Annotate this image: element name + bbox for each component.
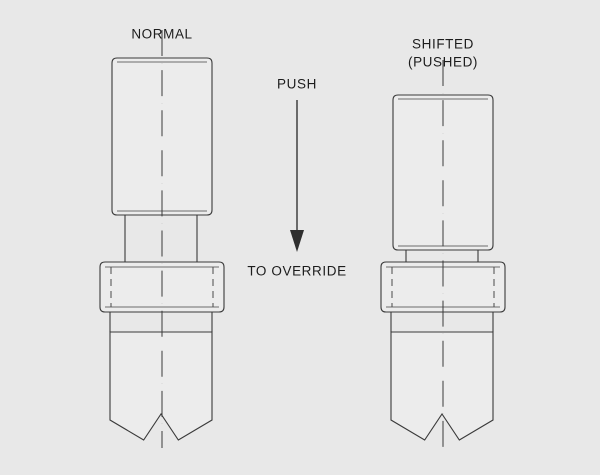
- collar-step: [109, 312, 213, 332]
- normal-label: NORMAL: [131, 27, 192, 42]
- hex-nut-body: [380, 261, 506, 313]
- neck-shaft: [124, 215, 198, 262]
- shifted-label-line2: (PUSHED): [408, 55, 478, 70]
- push-to-override-annotation: PUSH TO OVERRIDE: [247, 77, 346, 279]
- push-label: PUSH: [277, 77, 317, 92]
- shifted-label-line1: SHIFTED: [412, 37, 474, 52]
- plunger-cylinder: [392, 94, 494, 251]
- neck-shaft: [405, 250, 479, 262]
- normal-valve-assembly: NORMAL: [99, 27, 225, 448]
- to-override-label: TO OVERRIDE: [247, 264, 346, 279]
- valve-body: [390, 331, 494, 441]
- shifted-valve-assembly: SHIFTED (PUSHED): [380, 37, 506, 448]
- plunger-cylinder: [111, 57, 213, 216]
- collar-step: [390, 312, 494, 332]
- valve-body: [109, 331, 213, 441]
- push-arrow-head: [290, 230, 304, 252]
